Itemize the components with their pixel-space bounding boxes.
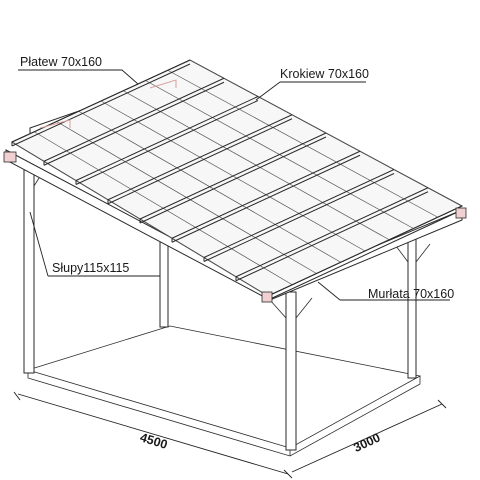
rafter-line	[139, 132, 327, 220]
dimension-lines	[13, 391, 447, 479]
rafter-line	[11, 59, 191, 143]
rafter-line	[43, 81, 225, 166]
dimension-width: 3000	[351, 430, 382, 454]
rafters	[11, 59, 463, 301]
post-front-right	[285, 291, 297, 451]
rafter-line	[43, 77, 225, 162]
purlin-detail	[3, 79, 467, 303]
rafter-line	[235, 191, 429, 282]
rafter-line	[203, 173, 395, 262]
rafter-line	[75, 96, 259, 181]
post-front-left	[23, 167, 35, 374]
label-murlata: Murłata 70x160	[368, 287, 454, 301]
label-krokiew: Krokiew 70x160	[280, 67, 369, 81]
rafter-line	[267, 209, 463, 301]
rafter-line	[139, 136, 327, 224]
rafter-line	[235, 187, 429, 278]
post-back-right	[407, 237, 417, 379]
rafter-line	[11, 63, 191, 147]
rafter-line	[203, 169, 395, 258]
rafter-line	[171, 154, 361, 243]
rafter-line	[171, 150, 361, 239]
label-platew: Płatew 70x160	[20, 55, 102, 69]
rafter-line	[267, 205, 463, 297]
rafter-line	[107, 114, 293, 201]
ground-outline	[26, 325, 422, 457]
dimension-length: 4500	[138, 430, 169, 452]
label-slupy: Słupy115x115	[52, 261, 129, 275]
rafter-line	[75, 100, 259, 185]
rafter-line	[107, 118, 293, 205]
leader-lines	[18, 69, 450, 301]
